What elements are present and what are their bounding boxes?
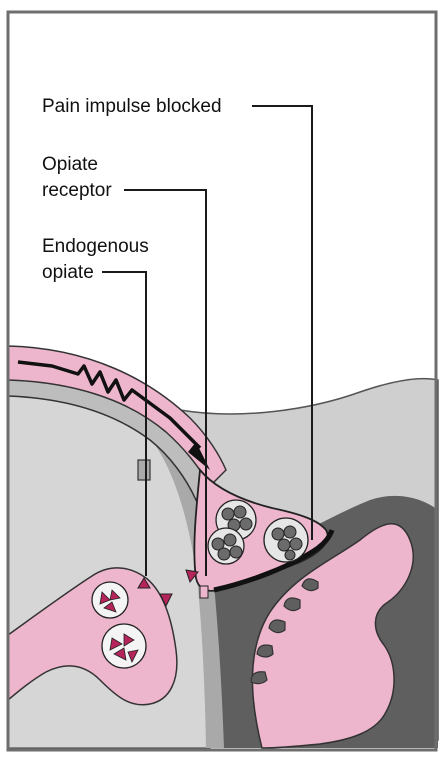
endogenous-opiate-label-line2: opiate	[42, 260, 94, 285]
pain-impulse-blocked-label: Pain impulse blocked	[42, 94, 222, 119]
opiate-receptor-label-line2: receptor	[42, 178, 112, 203]
vesicle-cluster-right	[264, 518, 308, 562]
opiate-receptor-site	[200, 586, 208, 598]
opiate-receptor-label-line1: Opiate	[42, 152, 98, 177]
endogenous-opiate-label-line1: Endogenous	[42, 234, 149, 259]
axon-block	[138, 460, 150, 480]
